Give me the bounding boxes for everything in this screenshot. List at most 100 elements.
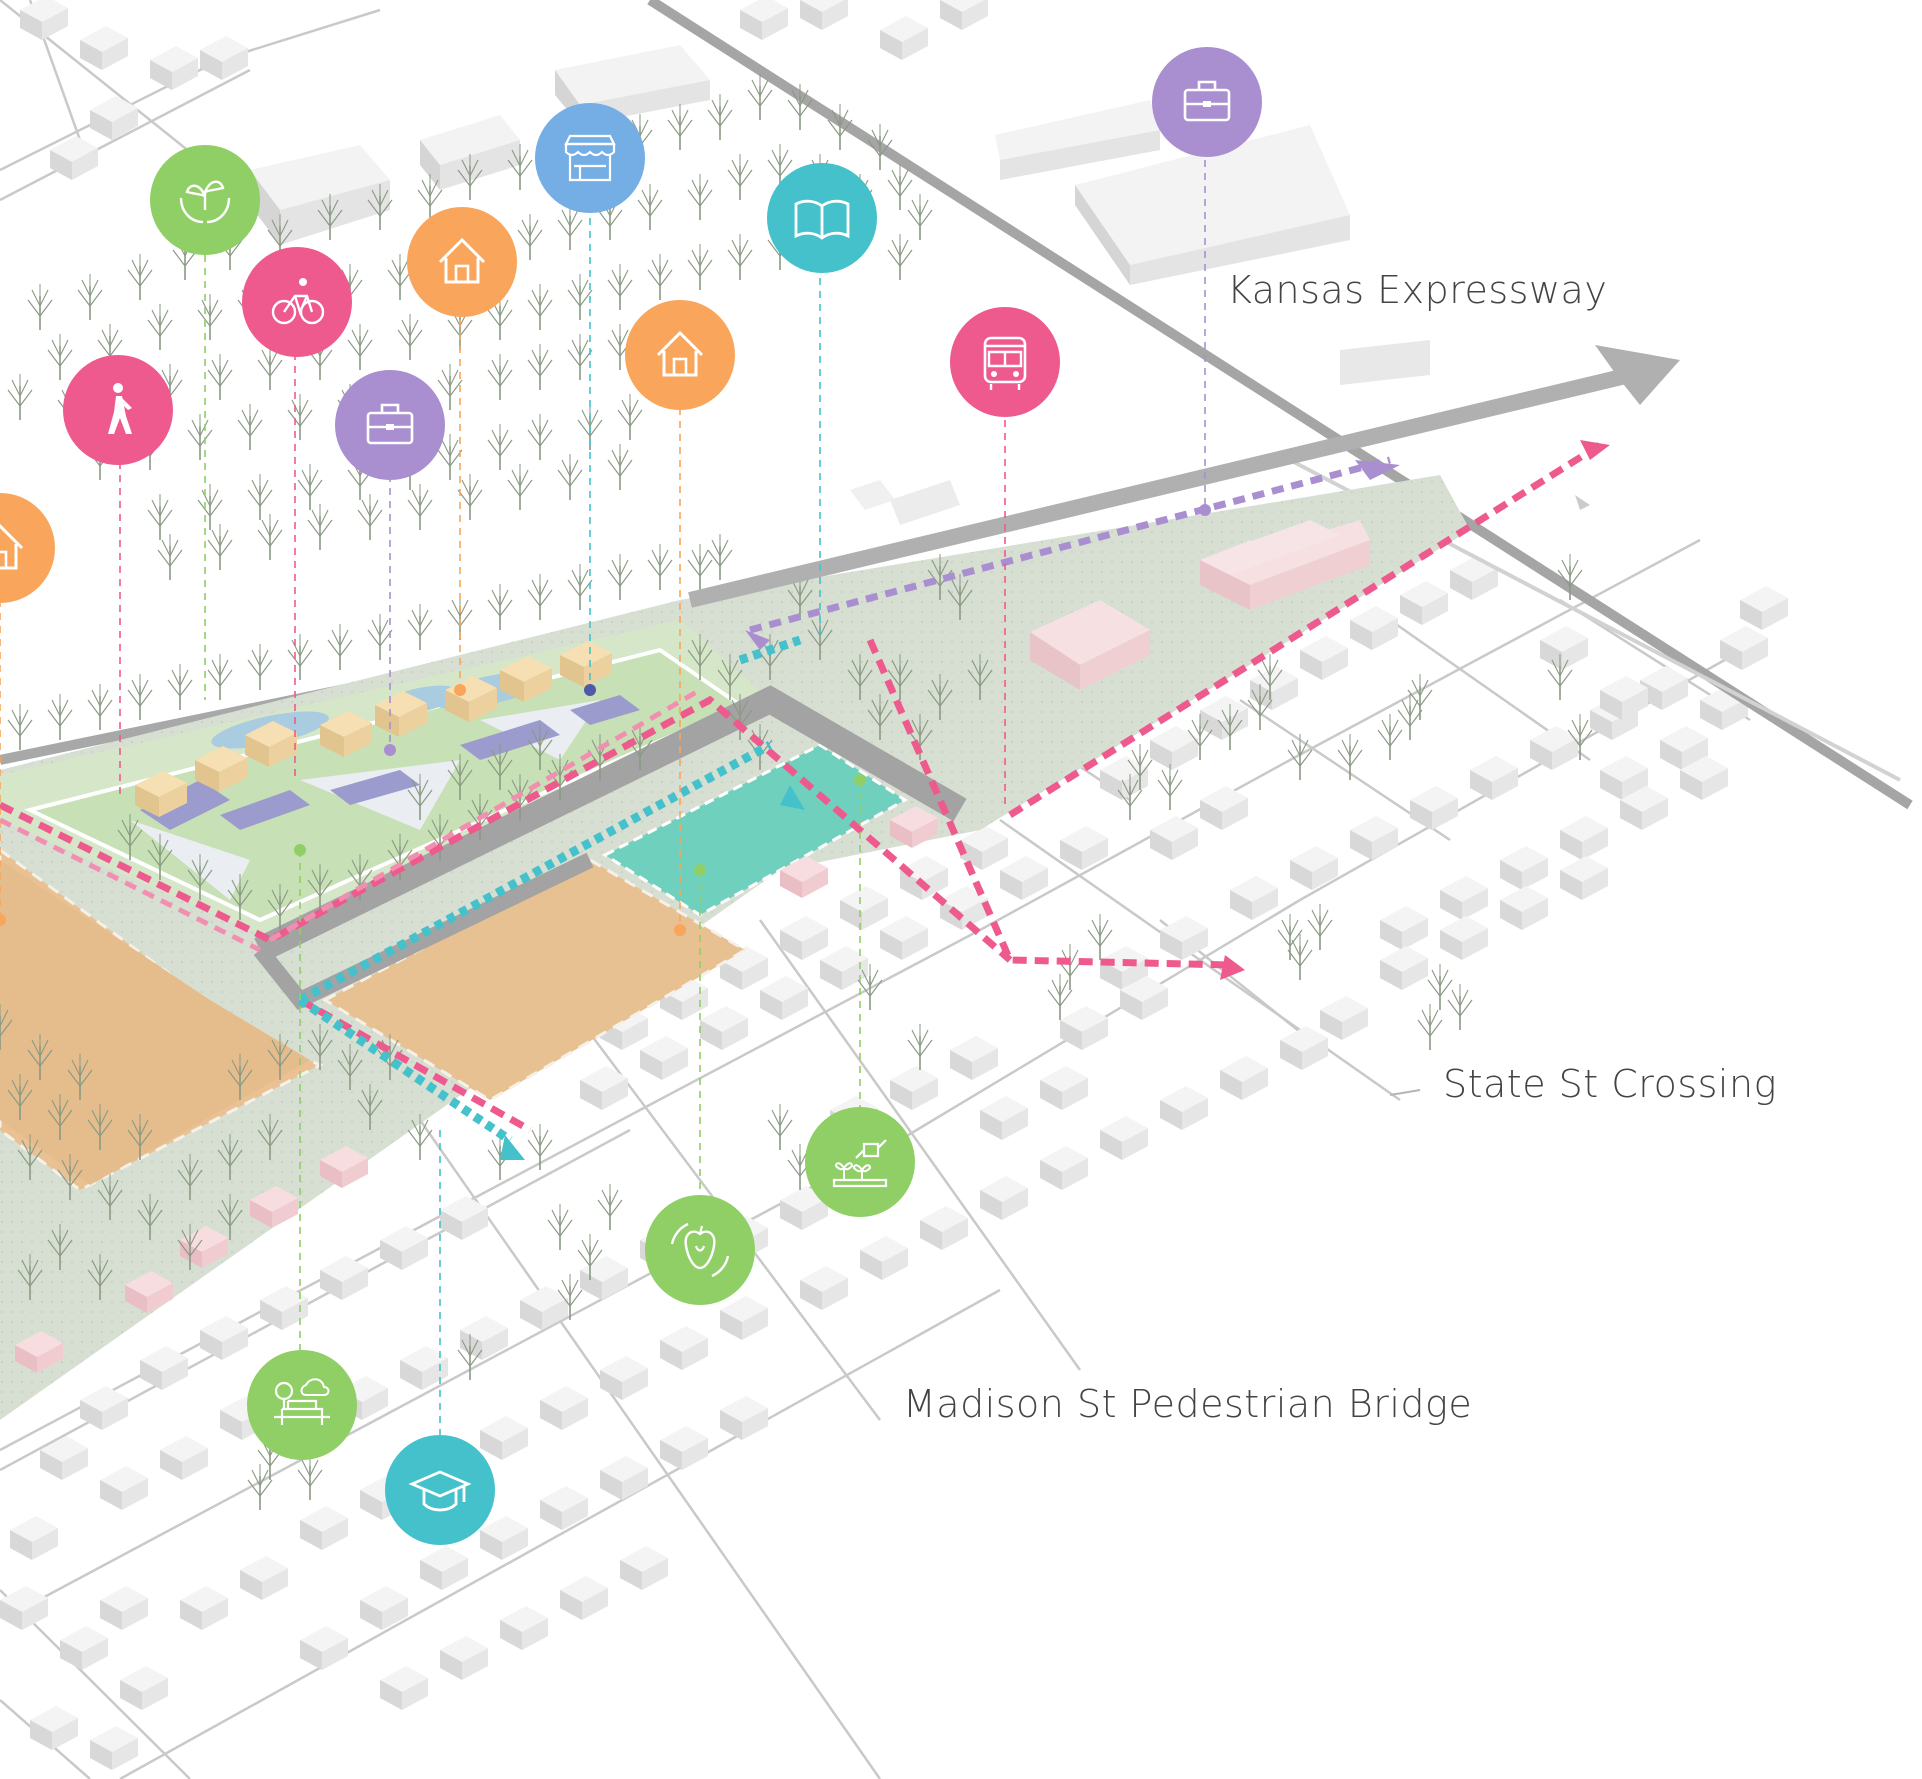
- tree: [207, 653, 233, 701]
- tree: [287, 633, 313, 681]
- civic-buildings: [15, 520, 1370, 1373]
- tree: [157, 533, 183, 581]
- tree: [1337, 733, 1363, 781]
- house-icon: [0, 493, 55, 603]
- water-parcel: [601, 743, 908, 917]
- tree: [527, 573, 553, 621]
- tree: [687, 173, 713, 221]
- tree: [557, 453, 583, 501]
- graduation-cap-icon: [385, 1435, 495, 1545]
- tree: [397, 313, 423, 361]
- north-buildings: [20, 0, 1430, 525]
- tree: [307, 503, 333, 551]
- tree: [347, 323, 373, 371]
- tree: [607, 553, 633, 601]
- tree: [407, 483, 433, 531]
- tree: [407, 603, 433, 651]
- tree: [1057, 943, 1083, 991]
- tree: [197, 483, 223, 531]
- park-bench-icon: [247, 1350, 357, 1460]
- tree: [567, 333, 593, 381]
- plant-hands-icon: [150, 145, 260, 255]
- tree: [287, 393, 313, 441]
- watering-garden-icon: [805, 1107, 915, 1217]
- label-leaders: [1389, 1089, 1421, 1096]
- tree: [457, 473, 483, 521]
- tree: [247, 643, 273, 691]
- house-icon: [407, 207, 517, 317]
- development-parcels: [0, 848, 748, 1192]
- leader-dots: [0, 504, 1211, 936]
- briefcase-icon: [335, 370, 445, 480]
- tree: [187, 413, 213, 461]
- tree: [1287, 733, 1313, 781]
- tree: [1447, 983, 1473, 1031]
- house-icon: [625, 300, 735, 410]
- tree: [527, 343, 553, 391]
- compost-apple-icon: [645, 1195, 755, 1305]
- tree: [207, 353, 233, 401]
- tree: [367, 613, 393, 661]
- tree: [167, 663, 193, 711]
- tree: [1047, 973, 1073, 1021]
- tree: [1307, 903, 1333, 951]
- tree: [237, 403, 263, 451]
- walk-icon: [63, 355, 173, 465]
- state-st-crossing-label: State St Crossing: [1443, 1062, 1777, 1106]
- tree: [127, 673, 153, 721]
- madison-st-pedestrian-bridge-label: Madison St Pedestrian Bridge: [903, 1382, 1472, 1426]
- tree: [567, 273, 593, 321]
- tree: [487, 423, 513, 471]
- tree: [607, 443, 633, 491]
- briefcase-icon: [1152, 47, 1262, 157]
- tree: [1087, 913, 1113, 961]
- route-arrowheads: [500, 440, 1610, 1160]
- tree: [707, 533, 733, 581]
- tree: [1157, 763, 1183, 811]
- tree: [687, 243, 713, 291]
- tree: [527, 413, 553, 461]
- tree: [727, 153, 753, 201]
- tree: [147, 493, 173, 541]
- tree: [907, 1023, 933, 1071]
- tree: [297, 463, 323, 511]
- bus-icon: [950, 307, 1060, 417]
- tree: [27, 283, 53, 331]
- tree: [1427, 963, 1453, 1011]
- tree: [637, 183, 663, 231]
- tree: [1377, 713, 1403, 761]
- tree: [647, 253, 673, 301]
- bicycle-icon: [242, 247, 352, 357]
- tree: [597, 1183, 623, 1231]
- expressway-arrow: [688, 345, 1680, 608]
- tree: [7, 703, 33, 751]
- tree: [667, 103, 693, 151]
- tree: [487, 583, 513, 631]
- tree: [517, 213, 543, 261]
- book-icon: [767, 163, 877, 273]
- tree: [707, 93, 733, 141]
- tree: [87, 683, 113, 731]
- tree: [197, 293, 223, 341]
- leader-lines: [0, 160, 1206, 1435]
- tree: [767, 1103, 793, 1151]
- tree: [247, 473, 273, 521]
- tree: [207, 523, 233, 571]
- kansas-expressway-label: Kansas Expressway: [1227, 268, 1607, 312]
- tree: [357, 493, 383, 541]
- tree: [567, 563, 593, 611]
- dashed-routes: [0, 442, 1602, 1144]
- tree: [257, 513, 283, 561]
- tree: [437, 363, 463, 411]
- market-stall-icon: [535, 103, 645, 213]
- tree: [617, 393, 643, 441]
- tree: [647, 543, 673, 591]
- tree: [907, 193, 933, 241]
- tree: [527, 1123, 553, 1171]
- tree: [507, 463, 533, 511]
- tree: [487, 353, 513, 401]
- tree: [47, 693, 73, 741]
- tree: [727, 233, 753, 281]
- tree: [147, 303, 173, 351]
